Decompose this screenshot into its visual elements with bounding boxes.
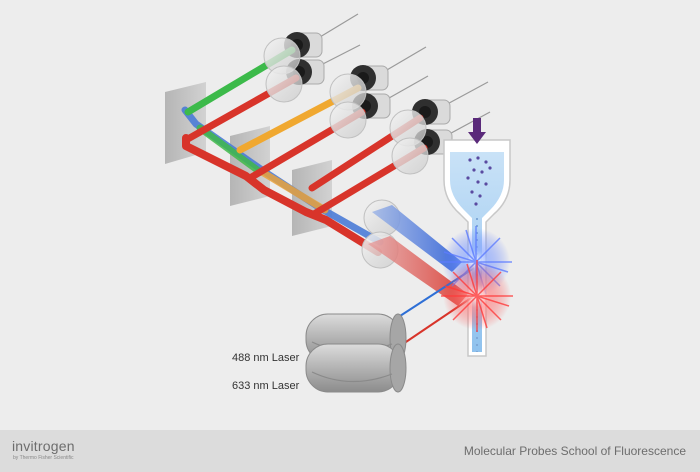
flow-cytometer-diagram <box>165 13 513 393</box>
dichroic-mirror-icon <box>165 82 206 164</box>
laser-label-633: 633 nm Laser <box>232 380 300 392</box>
school-title: Molecular Probes School of Fluorescence <box>463 444 686 458</box>
lens-icon <box>265 65 303 103</box>
laser-label-488: 488 nm Laser <box>232 352 300 364</box>
blue-collection-cone <box>372 205 462 272</box>
lens-icon <box>391 137 429 175</box>
footer-bar: invitrogen by Thermo Fisher Scientific M… <box>0 430 700 472</box>
sample-injector-icon <box>468 118 486 144</box>
laser-icon <box>305 343 407 393</box>
brand-logo: invitrogen <box>12 438 75 454</box>
lens-icon <box>329 101 367 139</box>
red-scatter-flash <box>441 260 513 332</box>
emission-beams <box>181 46 428 256</box>
brand-subtitle: by Thermo Fisher Scientific <box>13 455 74 461</box>
